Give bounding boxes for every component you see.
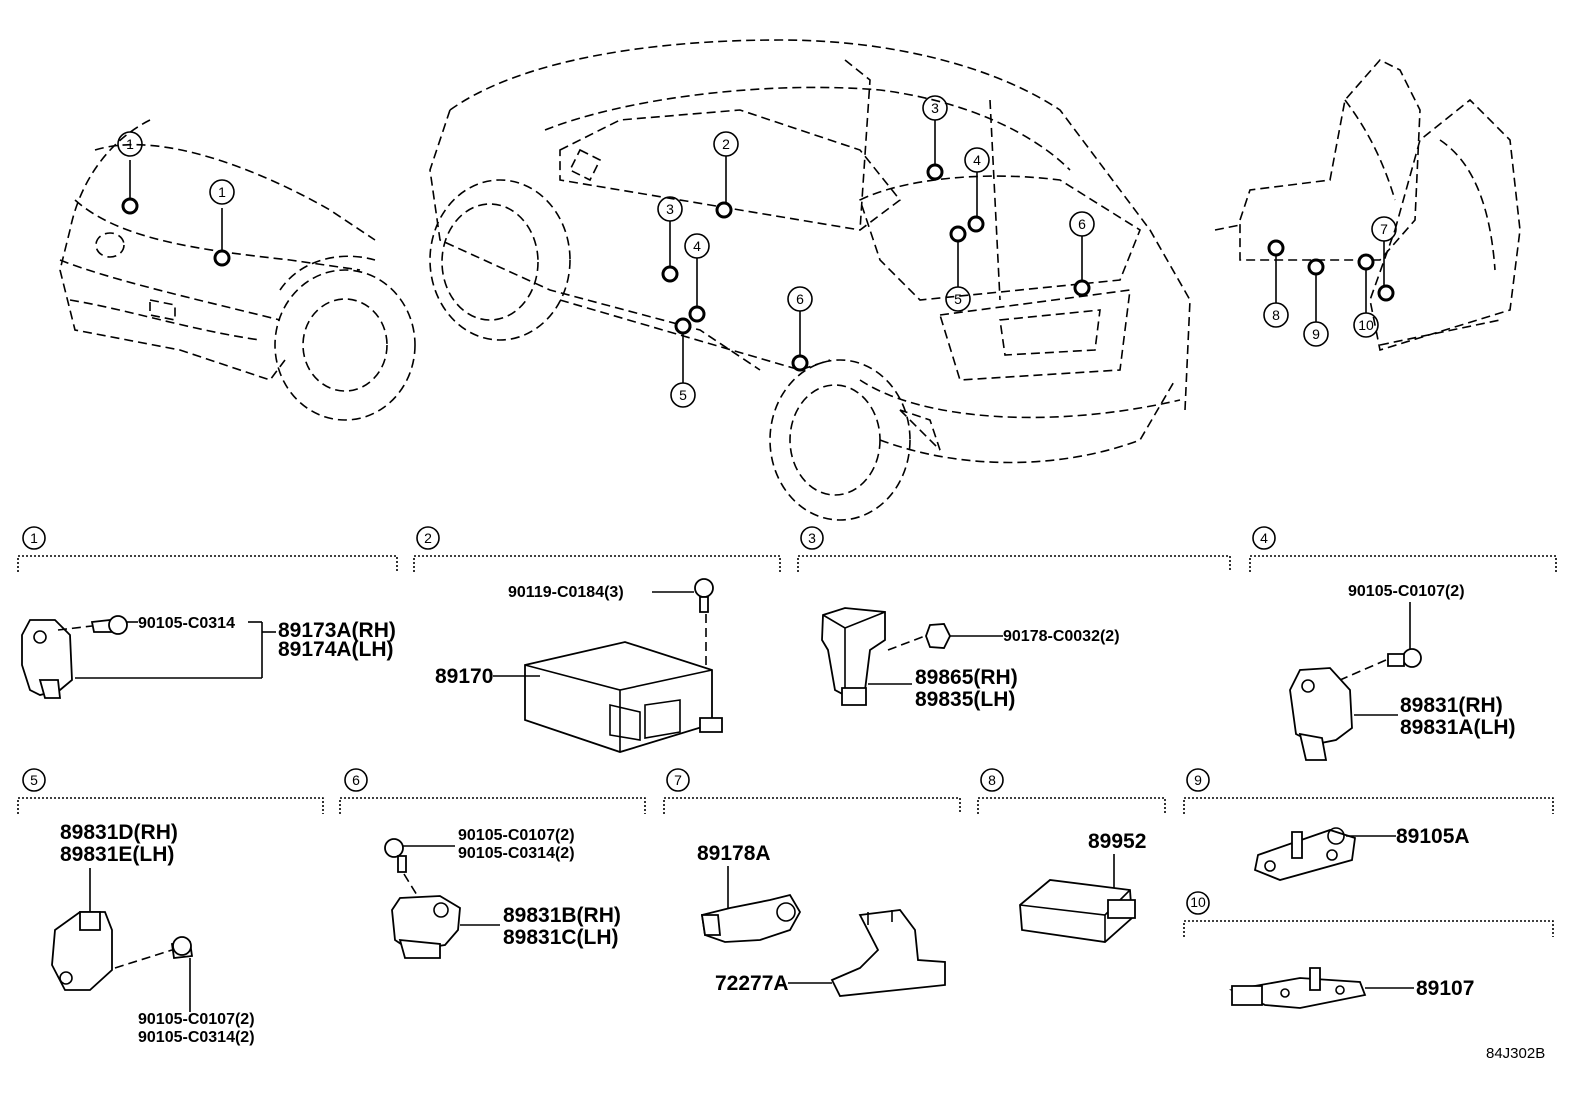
callout-num: 7 (1380, 221, 1388, 237)
bolt-label: 90119-C0184(3) (508, 584, 624, 601)
section-2: 2 90119-C0184(3) 89170 (413, 526, 781, 753)
callout-num: 5 (679, 387, 687, 403)
callout-5-right: 5 (945, 225, 971, 312)
callout-num: 6 (1078, 216, 1086, 232)
bolt-label-2: 90105-C0314(2) (458, 845, 575, 862)
callout-7: 7 (1371, 216, 1397, 302)
callout-num: 6 (796, 291, 804, 307)
bracket-label: 72277A (715, 972, 789, 995)
diagram-code: 84J302B (1486, 1045, 1545, 1062)
callout-num: 8 (1272, 307, 1280, 323)
callout-3-left: 3 (657, 196, 683, 283)
callout-num: 4 (973, 152, 981, 168)
section-number: 9 (1194, 772, 1202, 788)
section-1: 1 90105-C0314 89173A(RH) 89174A(LH) (17, 526, 398, 699)
sensor-lh-label: 89831A(LH) (1400, 716, 1516, 739)
callout-num: 4 (693, 238, 701, 254)
callout-5-left: 5 (670, 317, 696, 408)
callout-6-left: 6 (787, 286, 813, 372)
callout-10: 10 (1353, 253, 1379, 338)
sensor-rh-label: 89831(RH) (1400, 694, 1503, 717)
callout-num: 5 (954, 291, 962, 307)
callout-4-left: 4 (684, 233, 710, 323)
section-10: 10 89107 (1183, 891, 1554, 1009)
bolt-label: 90105-C0107(2) (1348, 583, 1465, 600)
callout-num: 10 (1358, 317, 1374, 333)
sensor-rh-label: 89865(RH) (915, 666, 1018, 689)
callout-num: 3 (931, 100, 939, 116)
section-number: 4 (1260, 530, 1268, 546)
callout-1a: 1 (117, 131, 143, 215)
bolt-label-1: 90105-C0107(2) (458, 827, 575, 844)
sensor-lh-label: 89831C(LH) (503, 926, 619, 949)
callout-1b: 1 (209, 179, 235, 267)
callout-num: 2 (722, 136, 730, 152)
section-number: 10 (1190, 894, 1206, 910)
section-3: 3 90178-C0032(2) 89865(RH) 89835(LH) (797, 526, 1231, 711)
section-number: 1 (30, 530, 38, 546)
sensor-rh-label: 89831D(RH) (60, 821, 178, 844)
section-4: 4 90105-C0107(2) 89831(RH) 89831A(LH) (1249, 526, 1557, 761)
sensor-rh-label: 89831B(RH) (503, 904, 621, 927)
section-9: 9 89105A (1183, 768, 1554, 881)
sensor-label: 89107 (1416, 977, 1474, 1000)
section-number: 2 (424, 530, 432, 546)
nut-label: 90178-C0032(2) (1003, 628, 1120, 645)
section-8: 8 89952 (977, 768, 1166, 943)
section-6: 6 90105-C0107(2) 90105-C0314(2) 89831B(R… (339, 768, 646, 959)
sensor-lh-label: 89174A(LH) (278, 638, 394, 661)
bolt-label-2: 90105-C0314(2) (138, 1029, 255, 1046)
callout-num: 1 (126, 136, 134, 152)
section-number: 5 (30, 772, 38, 788)
sensor-lh-label: 89835(LH) (915, 688, 1015, 711)
callout-4-right: 4 (964, 147, 990, 233)
section-number: 3 (808, 530, 816, 546)
callout-num: 9 (1312, 326, 1320, 342)
section-5: 5 89831D(RH) 89831E(LH) 90105-C0107(2) 9… (17, 768, 324, 1046)
section-number: 6 (352, 772, 360, 788)
callout-2: 2 (713, 131, 739, 219)
front-vehicle-view: 1 1 (59, 119, 416, 421)
callout-3-right: 3 (922, 95, 948, 181)
callout-8: 8 (1263, 239, 1289, 328)
sensor-label: 89105A (1396, 825, 1470, 848)
seat-view: 7 8 9 10 (1214, 59, 1521, 352)
section-number: 7 (674, 772, 682, 788)
section-7: 7 89178A 72277A (663, 768, 961, 997)
callout-9: 9 (1303, 258, 1329, 347)
callout-6-right: 6 (1069, 211, 1095, 297)
callout-num: 1 (218, 184, 226, 200)
airbag-ecu-label: 89170 (435, 665, 493, 688)
bolt-label-1: 90105-C0107(2) (138, 1011, 255, 1028)
ecu-label: 89952 (1088, 830, 1146, 853)
sensor-lh-label: 89831E(LH) (60, 843, 174, 866)
sensor-rh-label: 89173A(RH) (278, 619, 396, 642)
sensor-label: 89178A (697, 842, 771, 865)
callout-num: 3 (666, 201, 674, 217)
bolt-label: 90105-C0314 (138, 615, 235, 632)
section-number: 8 (988, 772, 996, 788)
vehicle-rear-view: 2 3 4 5 6 3 (429, 39, 1191, 521)
